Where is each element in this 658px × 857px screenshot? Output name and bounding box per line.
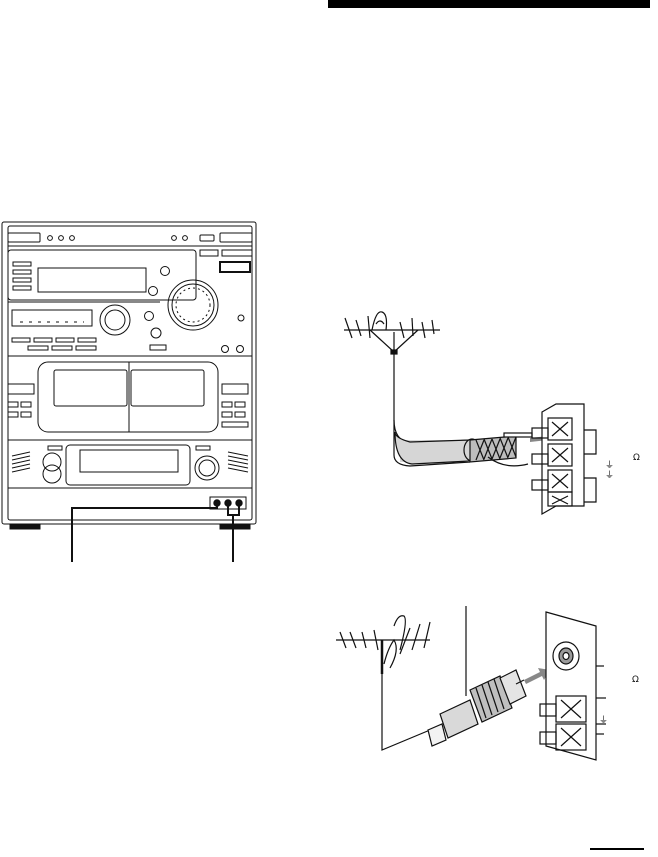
ohm-symbol-lower: Ω [632,675,639,685]
ground-symbol-mid: ⏚ [605,468,614,481]
ground-symbol-lower: ⏚ [599,713,608,726]
page-footer-rule [590,848,644,850]
ohm-symbol-upper: Ω [633,453,640,463]
